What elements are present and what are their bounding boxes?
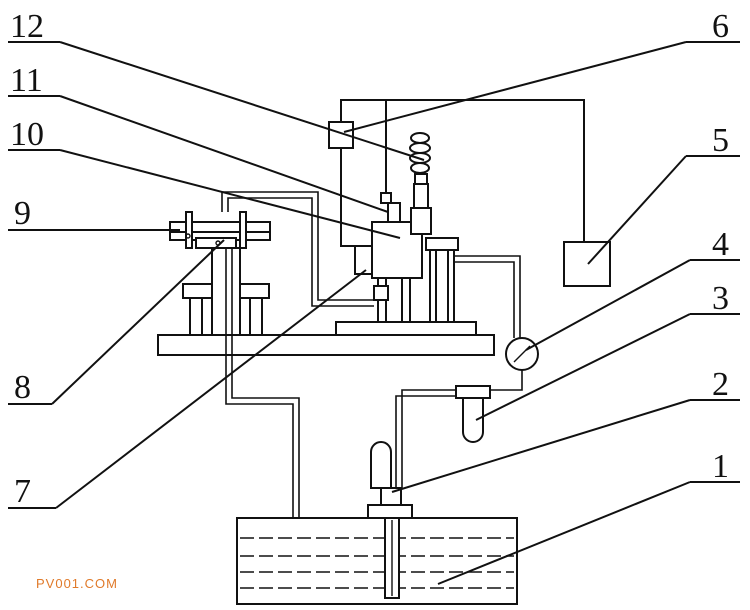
label-1: 1 [712, 448, 729, 485]
label-8: 8 [14, 369, 31, 406]
label-12: 12 [10, 8, 44, 45]
reservoir-tank [236, 517, 518, 605]
label-2: 2 [712, 366, 729, 403]
pump-unit [367, 441, 413, 599]
pressure-gauge [505, 337, 539, 371]
label-9: 9 [14, 195, 31, 232]
label-3: 3 [712, 280, 729, 317]
filter-cup [455, 385, 491, 443]
label-11: 11 [10, 62, 43, 99]
label-5: 5 [712, 122, 729, 159]
watermark: PV001.COM [36, 576, 118, 591]
label-4: 4 [712, 226, 729, 263]
leader-lines [8, 41, 740, 585]
base-plate [157, 334, 495, 356]
label-7: 7 [14, 473, 31, 510]
nozzle-assembly [380, 100, 459, 323]
label-10: 10 [10, 116, 44, 153]
left-stand [169, 211, 271, 336]
label-6: 6 [712, 8, 729, 45]
